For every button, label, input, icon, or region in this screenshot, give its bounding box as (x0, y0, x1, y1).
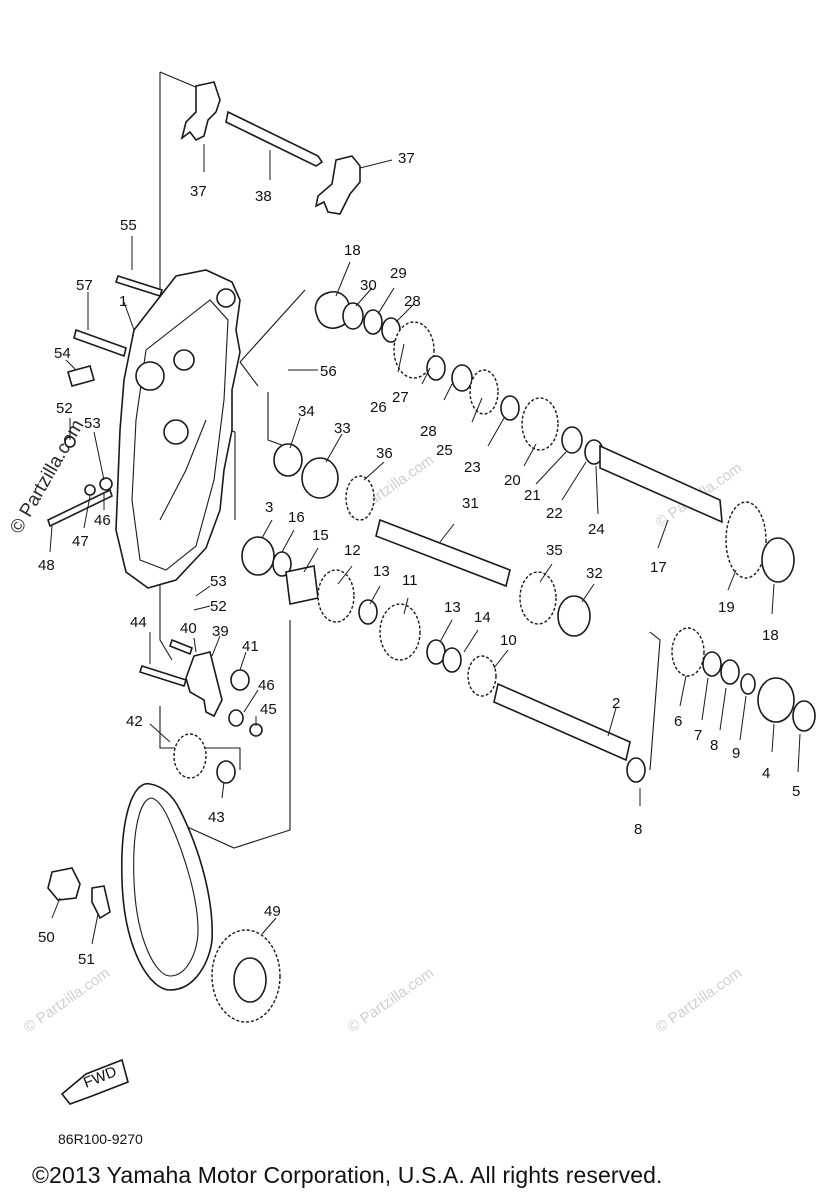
callout-52: 52 (56, 400, 73, 417)
callout-21: 21 (524, 487, 541, 504)
callout-14: 14 (474, 609, 491, 626)
main-shaft-assembly (317, 569, 816, 783)
callout-25: 25 (436, 442, 453, 459)
callout-20: 20 (504, 472, 521, 489)
watermark-text: © Partzilla.com (21, 964, 114, 1036)
callout-34: 34 (298, 403, 315, 420)
callout-5: 5 (792, 783, 800, 800)
callout-28: 28 (420, 423, 437, 440)
bolt-55 (114, 274, 164, 298)
callout-8: 8 (710, 737, 718, 754)
callout-32: 32 (586, 565, 603, 582)
callout-9: 9 (732, 745, 740, 762)
callout-13: 13 (373, 563, 390, 580)
watermark-text: © Partzilla.com (653, 964, 746, 1036)
callout-19: 19 (718, 599, 735, 616)
callout-labels: 1 2 3 4 5 6 7 8 8 9 10 11 12 13 13 14 15… (38, 150, 800, 968)
callout-17: 17 (650, 559, 667, 576)
callout-37: 37 (190, 183, 207, 200)
callout-56: 56 (320, 363, 337, 380)
callout-41: 41 (242, 638, 259, 655)
callout-54: 54 (54, 345, 71, 362)
callout-10: 10 (500, 632, 517, 649)
output-shaft-assembly (314, 290, 795, 583)
exploded-transmission-diagram: © Partzilla.com © Partzilla.com © Partzi… (6, 71, 816, 1105)
callout-6: 6 (674, 713, 682, 730)
callout-4: 4 (762, 765, 770, 782)
callout-46: 46 (94, 512, 111, 529)
callout-22: 22 (546, 505, 563, 522)
callout-48: 48 (38, 557, 55, 574)
callout-36: 36 (376, 445, 393, 462)
callout-30: 30 (360, 277, 377, 294)
watermark-text: © Partzilla.com (6, 416, 88, 537)
callout-18: 18 (762, 627, 779, 644)
callout-50: 50 (38, 929, 55, 946)
shift-fork-assembly (180, 81, 361, 215)
callout-33: 33 (334, 420, 351, 437)
callout-16: 16 (288, 509, 305, 526)
copyright-notice: ©2013 Yamaha Motor Corporation, U.S.A. A… (32, 1162, 663, 1188)
leader-lines (49, 144, 801, 945)
callout-23: 23 (464, 459, 481, 476)
drive-chain-assembly (47, 783, 281, 1023)
shift-fork-left (180, 81, 221, 142)
callout-29: 29 (390, 265, 407, 282)
callout-27: 27 (392, 389, 409, 406)
crankcase-cover (47, 269, 241, 589)
callout-28: 28 (404, 293, 421, 310)
callout-47: 47 (72, 533, 89, 550)
callout-18: 18 (344, 242, 361, 259)
callout-11: 11 (402, 572, 418, 589)
callout-43: 43 (208, 809, 225, 826)
shift-fork-right (314, 155, 361, 215)
callout-2: 2 (612, 695, 620, 712)
callout-12: 12 (344, 542, 361, 559)
callout-45: 45 (260, 701, 277, 718)
callout-49: 49 (264, 903, 281, 920)
callout-7: 7 (694, 727, 702, 744)
callout-44: 44 (130, 614, 147, 631)
callout-37: 37 (398, 150, 415, 167)
callout-8: 8 (634, 821, 642, 838)
callout-51: 51 (78, 951, 95, 968)
bearings (273, 443, 375, 521)
callout-39: 39 (212, 623, 229, 640)
callout-3: 3 (265, 499, 273, 516)
callout-35: 35 (546, 542, 563, 559)
callout-1: 1 (119, 293, 127, 310)
diagram-code: 86R100-9270 (58, 1131, 143, 1147)
callout-52: 52 (210, 598, 227, 615)
callout-38: 38 (255, 188, 272, 205)
fwd-arrow: FWD (60, 1058, 129, 1105)
watermark-text: © Partzilla.com (345, 964, 438, 1036)
oil-seal (67, 365, 95, 387)
callout-13: 13 (444, 599, 461, 616)
callout-53: 53 (84, 415, 101, 432)
callout-31: 31 (462, 495, 479, 512)
callout-55: 55 (120, 217, 137, 234)
callout-53: 53 (210, 573, 227, 590)
callout-40: 40 (180, 620, 197, 637)
bolt-57 (73, 328, 127, 358)
shift-fork-shaft (225, 110, 324, 167)
shift-arm-assembly (138, 638, 263, 784)
callout-57: 57 (76, 277, 93, 294)
callout-26: 26 (370, 399, 387, 416)
callout-24: 24 (588, 521, 605, 538)
callout-15: 15 (312, 527, 329, 544)
callout-46: 46 (258, 677, 275, 694)
callout-42: 42 (126, 713, 143, 730)
